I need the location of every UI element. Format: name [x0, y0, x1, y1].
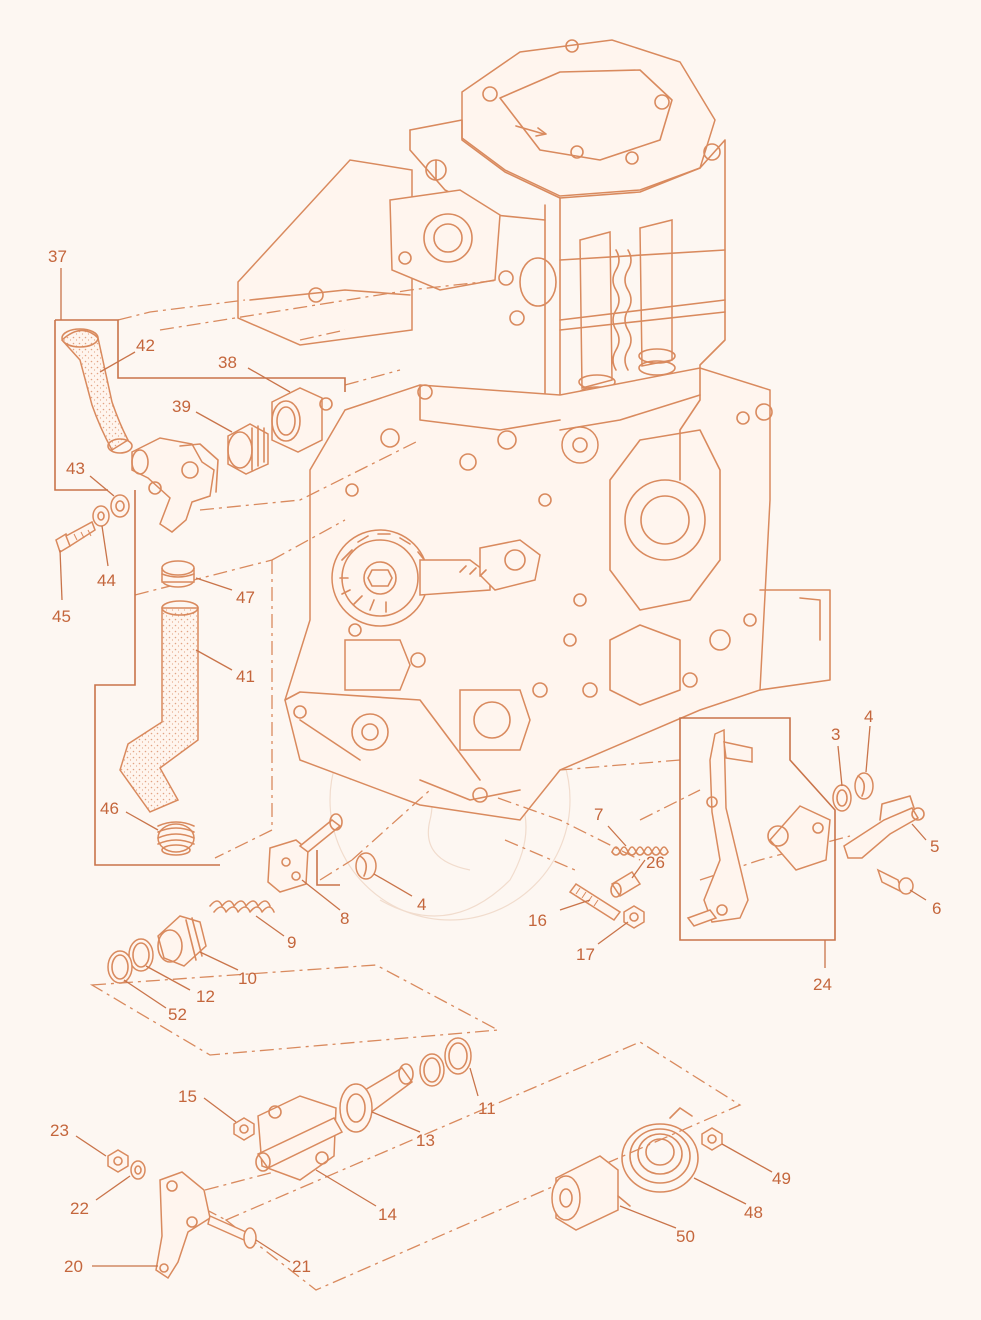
part-nut-49: [701, 1127, 723, 1151]
part-shaft-13: [339, 1063, 414, 1133]
part-pin-21: [207, 1214, 257, 1249]
assembly-guides: [89, 279, 851, 1291]
part-bolt-45: [55, 520, 96, 554]
callout-21: 21: [292, 1257, 311, 1276]
callout-39: 39: [172, 397, 191, 416]
callout-labels: 37 42 38 39 43 44 45 47 41 46 3 4 5 6 24…: [48, 247, 941, 1276]
part-collar-50: [551, 1155, 631, 1231]
part-oring-52: [107, 950, 133, 984]
callout-12: 12: [196, 987, 215, 1006]
part-nut-17: [623, 905, 645, 929]
callout-41: 41: [236, 667, 255, 686]
callout-26: 26: [646, 853, 665, 872]
part-washer-43: [110, 494, 130, 518]
callout-11: 11: [478, 1099, 496, 1118]
part-collar-47: [161, 560, 195, 588]
callout-6: 6: [932, 899, 941, 918]
part-washer-3: [832, 784, 852, 812]
callout-4-left: 4: [417, 895, 426, 914]
part-shaft-8: [267, 813, 343, 893]
part-lever-20: [155, 1171, 211, 1280]
callout-10: 10: [238, 969, 257, 988]
part-fitting-39: [227, 423, 269, 475]
part-stud-16: [568, 882, 622, 922]
callout-15: 15: [178, 1087, 197, 1106]
part-clip-4-left: [355, 852, 377, 880]
part-coil-spring-48: [621, 1107, 699, 1193]
callout-20: 20: [64, 1257, 83, 1276]
callout-7: 7: [594, 805, 603, 824]
part-nut-23: [107, 1149, 129, 1173]
callout-52: 52: [168, 1005, 187, 1024]
callout-23: 23: [50, 1121, 69, 1140]
callout-44: 44: [97, 571, 116, 590]
part-lever-assembly-24: [686, 728, 831, 927]
callout-43: 43: [66, 459, 85, 478]
part-hose-41: [119, 600, 199, 813]
callout-9: 9: [287, 933, 296, 952]
part-fitting-38: [271, 387, 333, 453]
part-spring-46: [157, 821, 195, 856]
part-fitting-10: [157, 915, 207, 967]
callout-24: 24: [813, 975, 832, 994]
callout-46: 46: [100, 799, 119, 818]
part-flange-14: [255, 1095, 344, 1181]
part-orings-11: [419, 1037, 472, 1087]
callout-14: 14: [378, 1205, 397, 1224]
part-washer-44: [92, 505, 110, 527]
callout-16: 16: [528, 911, 547, 930]
part-sleeve-26: [610, 870, 642, 898]
part-bolt-6: [876, 868, 914, 895]
part-spring-9: [209, 900, 275, 913]
callout-38: 38: [218, 353, 237, 372]
part-oring-12: [128, 938, 154, 972]
part-washer-22: [130, 1160, 146, 1180]
part-elbow-fitting: [131, 437, 219, 533]
callout-49: 49: [772, 1169, 791, 1188]
part-nut-15: [233, 1117, 255, 1141]
callout-45: 45: [52, 607, 71, 626]
callout-13: 13: [416, 1131, 435, 1150]
callout-3: 3: [831, 725, 840, 744]
engine-block: [237, 39, 831, 821]
callout-brackets: [54, 319, 836, 941]
callout-48: 48: [744, 1203, 763, 1222]
callout-37: 37: [48, 247, 67, 266]
part-spring-7: [611, 846, 669, 856]
gear-assembly: [331, 529, 541, 627]
callout-22: 22: [70, 1199, 89, 1218]
callout-17: 17: [576, 945, 595, 964]
part-bracket-5: [843, 795, 925, 859]
callout-50: 50: [676, 1227, 695, 1246]
callout-5: 5: [930, 837, 939, 856]
part-hose-42: [60, 328, 133, 454]
leader-lines: [59, 268, 927, 1267]
callout-42: 42: [136, 336, 155, 355]
part-clip-4: [854, 772, 874, 800]
callout-4-right: 4: [864, 707, 873, 726]
callout-47: 47: [236, 588, 255, 607]
callout-8: 8: [340, 909, 349, 928]
